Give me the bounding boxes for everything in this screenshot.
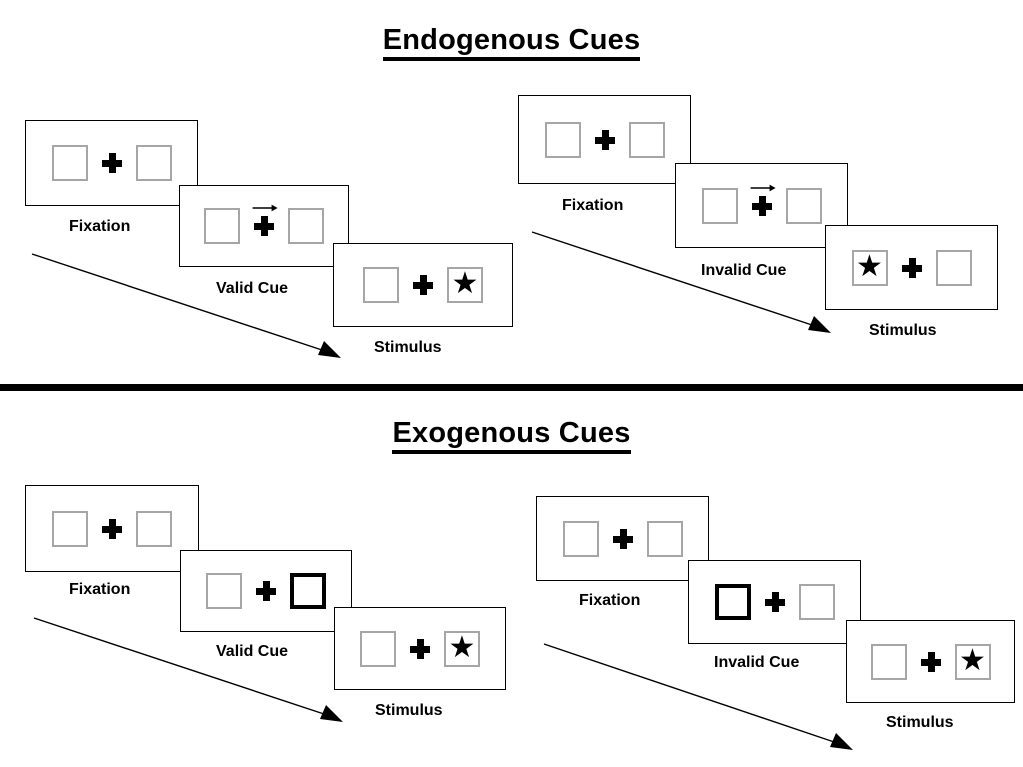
panel-exogenous-valid-stimulus: ★ — [334, 607, 506, 690]
panel-content — [714, 584, 835, 620]
panel-endogenous-valid-fixation — [25, 120, 198, 206]
caption-exogenous-invalid-fixation: Fixation — [579, 592, 641, 609]
caption-exogenous-valid-fixation: Fixation — [69, 581, 131, 598]
stimulus-box-right — [628, 121, 665, 158]
panel-content: ★ — [360, 630, 480, 667]
section-divider — [0, 384, 1023, 391]
section-title-exogenous: Exogenous Cues — [0, 417, 1023, 454]
panel-endogenous-invalid-fixation — [518, 95, 691, 184]
stimulus-box-right — [785, 187, 822, 224]
stimulus-box-left — [52, 510, 88, 547]
panel-content — [544, 121, 665, 158]
panel-content — [701, 184, 822, 224]
stimulus-box-right — [288, 208, 324, 244]
caption-endogenous-valid-fixation: Fixation — [69, 218, 131, 235]
section-title-exogenous-text: Exogenous Cues — [392, 417, 631, 454]
fixation-cross-icon — [594, 129, 615, 150]
panel-exogenous-valid-fixation — [25, 485, 199, 572]
fixation-cross-icon — [256, 581, 276, 601]
panel-endogenous-valid-cue — [179, 185, 349, 267]
stimulus-box-left — [204, 208, 240, 244]
caption-endogenous-invalid-fixation: Fixation — [562, 197, 624, 214]
fixation-cross-icon — [252, 204, 278, 236]
panel-content — [51, 145, 172, 181]
caption-endogenous-valid-cue: Valid Cue — [216, 280, 289, 297]
stimulus-box-left: ★ — [851, 249, 888, 286]
panel-endogenous-valid-stimulus: ★ — [333, 243, 513, 327]
panel-exogenous-invalid-fixation — [536, 496, 709, 581]
fixation-cross-icon — [612, 528, 633, 549]
star-target-icon: ★ — [448, 630, 476, 664]
panel-content: ★ — [851, 249, 972, 286]
panel-endogenous-invalid-cue — [675, 163, 848, 248]
fixation-cross-icon — [101, 153, 122, 173]
cue-arrow-right-icon — [252, 204, 278, 212]
fixation-cross-icon — [102, 518, 122, 539]
fixation-cross-icon — [410, 638, 430, 659]
stimulus-box-left — [562, 520, 599, 557]
stimulus-box-left — [544, 121, 581, 158]
stimulus-box-left — [363, 267, 399, 303]
stimulus-box-left — [701, 187, 738, 224]
stimulus-box-right: ★ — [954, 643, 991, 680]
stimulus-box-right — [646, 520, 683, 557]
stimulus-box-left — [206, 573, 242, 609]
caption-exogenous-invalid-cue: Invalid Cue — [714, 654, 800, 671]
stimulus-box-right: ★ — [447, 267, 483, 303]
fixation-cross-icon — [901, 257, 922, 278]
fixation-cross-icon — [764, 592, 785, 612]
panel-exogenous-valid-cue — [180, 550, 352, 632]
stimulus-box-left — [51, 145, 88, 181]
stimulus-box-left — [360, 630, 396, 667]
caption-exogenous-valid-stimulus: Stimulus — [375, 702, 443, 719]
stimulus-box-left-cued — [714, 584, 751, 620]
stimulus-box-left — [870, 643, 907, 680]
panel-exogenous-invalid-cue — [688, 560, 861, 644]
panel-exogenous-invalid-stimulus: ★ — [846, 620, 1015, 703]
panel-content: ★ — [363, 267, 483, 303]
caption-endogenous-valid-stimulus: Stimulus — [374, 339, 442, 356]
caption-exogenous-valid-cue: Valid Cue — [216, 643, 289, 660]
fixation-cross-icon — [920, 651, 941, 672]
panel-content — [52, 510, 172, 547]
panel-content — [204, 204, 324, 244]
fixation-cross-icon — [413, 275, 433, 295]
flow-arrow-exogenous-invalid — [543, 643, 853, 750]
stimulus-box-right — [135, 145, 172, 181]
star-target-icon: ★ — [451, 267, 479, 300]
panel-endogenous-invalid-stimulus: ★ — [825, 225, 998, 310]
panel-content — [206, 573, 326, 609]
star-target-icon: ★ — [959, 643, 986, 677]
stimulus-box-right: ★ — [444, 630, 480, 667]
stimulus-box-right-cued — [290, 573, 326, 609]
stimulus-box-right — [136, 510, 172, 547]
caption-exogenous-invalid-stimulus: Stimulus — [886, 714, 954, 731]
cue-arrow-right-icon — [750, 184, 776, 191]
caption-endogenous-invalid-cue: Invalid Cue — [701, 262, 787, 279]
caption-endogenous-invalid-stimulus: Stimulus — [869, 322, 937, 339]
section-title-endogenous: Endogenous Cues — [0, 24, 1023, 61]
panel-content — [562, 520, 683, 557]
fixation-cross-icon — [750, 184, 776, 216]
section-title-endogenous-text: Endogenous Cues — [382, 24, 641, 61]
stimulus-box-right — [798, 584, 835, 620]
stimulus-box-right — [935, 249, 972, 286]
star-target-icon: ★ — [856, 249, 883, 283]
panel-content: ★ — [870, 643, 991, 680]
